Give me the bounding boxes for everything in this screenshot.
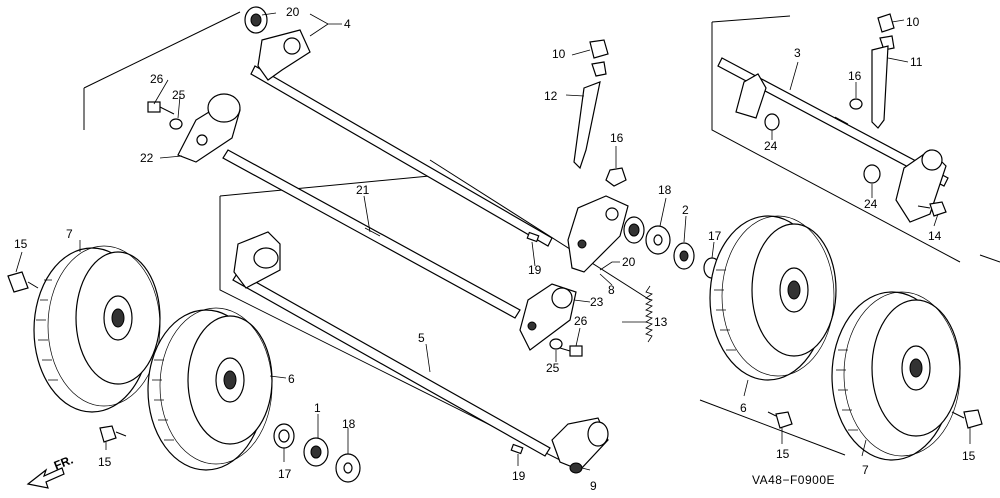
wheel-7-right (831, 291, 961, 461)
callout-14: 14 (928, 229, 942, 243)
bolt-15-right (963, 409, 983, 429)
callout-8: 8 (608, 283, 615, 297)
washer-25-left (169, 118, 183, 130)
callout-26-mid: 26 (574, 314, 588, 328)
callout-18-bottom: 18 (342, 417, 356, 431)
callout-22: 22 (140, 151, 154, 165)
callout-7-left: 7 (66, 227, 73, 241)
plate-4 (257, 29, 311, 81)
callout-24-left: 24 (764, 139, 778, 153)
callout-21: 21 (356, 183, 370, 197)
washer-25-mid (549, 338, 563, 350)
callout-12: 12 (544, 89, 558, 103)
callout-9: 9 (590, 479, 597, 493)
callout-19-top: 19 (528, 263, 542, 277)
callout-11: 11 (910, 55, 923, 69)
bolt-15-bottom-left (99, 425, 117, 443)
callout-7-right: 7 (862, 463, 869, 477)
diagram-reference: VA48−F0900E (752, 473, 835, 487)
leader-lines (15, 12, 971, 471)
pin-19-bottom (510, 443, 524, 455)
plate-8 (567, 195, 629, 273)
cap-10-center (589, 39, 609, 59)
lever-11 (871, 45, 889, 129)
nut-16-right (849, 98, 863, 110)
callout-19-bottom: 19 (512, 469, 526, 483)
callout-20-center: 20 (622, 255, 636, 269)
bracket-3-left (735, 73, 767, 119)
fr-label: FR. (52, 453, 75, 473)
cap-10-right (877, 13, 895, 33)
wheel-6-left (147, 307, 273, 471)
callout-17-bottom: 17 (278, 467, 292, 481)
callout-17-right: 17 (708, 229, 722, 243)
axle-21 (222, 149, 521, 319)
callout-20-top: 20 (286, 5, 300, 19)
bolt-15-left (7, 271, 29, 293)
callout-5: 5 (418, 331, 425, 345)
bolt-15-center (775, 411, 793, 429)
callout-6-right: 6 (740, 401, 747, 415)
callout-16-center: 16 (610, 131, 624, 145)
front-axle-5 (232, 271, 551, 457)
right-axle-3 (717, 57, 949, 187)
axles (222, 57, 949, 457)
bushing-24-right (863, 164, 881, 184)
bushing-24-left (764, 113, 780, 131)
callout-26-left: 26 (150, 72, 164, 86)
callout-15-center: 15 (776, 447, 790, 461)
frame-lines (83, 11, 1000, 461)
nut-16-center (605, 167, 627, 187)
brackets (7, 6, 983, 483)
callout-6-left: 6 (288, 372, 295, 386)
callout-4: 4 (344, 17, 351, 31)
callout-15-bottom-left: 15 (98, 455, 112, 469)
rear-axle-top (250, 65, 553, 247)
wheels (33, 215, 961, 471)
callout-15-right: 15 (962, 449, 976, 463)
spring-13 (645, 285, 653, 343)
callout-2: 2 (682, 203, 689, 217)
callout-23: 23 (590, 295, 604, 309)
callout-15-left: 15 (14, 237, 28, 251)
wheel-7-left (33, 245, 161, 413)
callout-13: 13 (654, 315, 668, 329)
bolt-26-mid (569, 345, 583, 357)
callout-10-right: 10 (906, 15, 920, 29)
callout-1: 1 (314, 401, 321, 415)
callout-25-mid: 25 (546, 361, 560, 375)
callout-18-center: 18 (658, 183, 672, 197)
callout-25-left: 25 (172, 88, 186, 102)
callout-24-right: 24 (864, 197, 878, 211)
pin-19-top (526, 231, 540, 243)
callout-10-center: 10 (552, 47, 566, 61)
callout-16-right: 16 (848, 69, 862, 83)
front-direction-arrow: FR. (26, 453, 75, 489)
bolt-14 (929, 201, 947, 217)
lever-12 (573, 81, 601, 170)
callout-labels: 20 4 26 25 22 21 19 23 26 25 5 13 10 12 … (14, 5, 976, 493)
callout-3: 3 (794, 46, 801, 60)
wheel-6-right (709, 215, 837, 381)
